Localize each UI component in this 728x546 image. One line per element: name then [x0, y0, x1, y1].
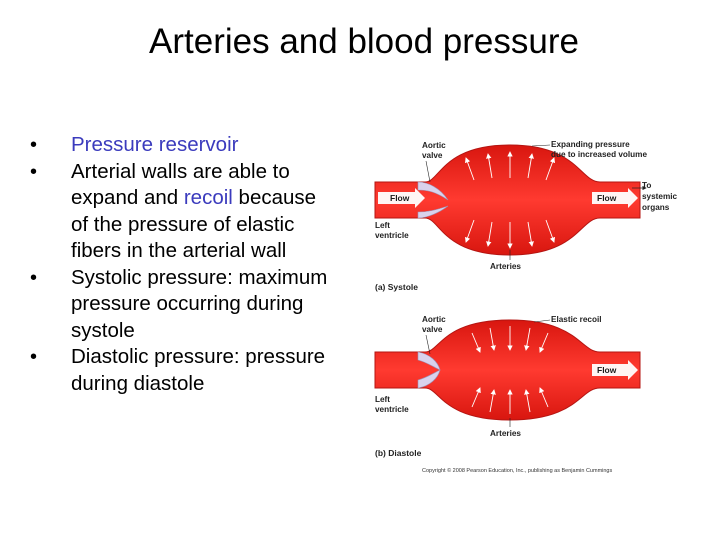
diastole-elastic-recoil-label: Elastic recoil [551, 315, 602, 324]
diastole-flow-arrow-right [592, 360, 638, 380]
bullet-text: Systolic pressure: maximum pressure occu… [71, 265, 328, 342]
systole-aortic-valve-label-2: valve [422, 151, 443, 160]
bullet-marker: • [30, 346, 38, 368]
systole-flow-arrow-right [592, 188, 638, 208]
systole-aortic-valve-label-1: Aortic [422, 141, 446, 150]
diastole-arteries-label: Arteries [490, 429, 521, 438]
systole-flow-left-label: Flow [390, 193, 410, 203]
bullet-marker: • [30, 134, 38, 156]
bullet-text: Diastolic pressure: pressure during dias… [71, 345, 326, 395]
bullet-list: • Pressure reservoir • Arterial walls are a… [28, 132, 338, 397]
systole-arteries-label: Arteries [490, 262, 521, 271]
systole-caption-letter: (a) [375, 282, 386, 292]
highlighted-term: Pressure reservoir [71, 133, 239, 156]
blood-pressure-figure: Flow Flow Aortic valve Expanding pressur… [370, 130, 700, 480]
systole-valve-lower [417, 205, 449, 219]
systole-expanding-label-1: Expanding pressure [551, 140, 630, 149]
systole-left-ventricle-label-2: ventricle [375, 231, 409, 240]
systole-pressure-arrows [465, 151, 555, 249]
diastole-caption-letter: (b) [375, 448, 386, 458]
bullet-text: Arterial walls are able to expand and [71, 159, 290, 210]
diastole-caption: (b) Diastole [375, 448, 422, 458]
systole-caption: (a) Systole [375, 282, 418, 292]
diastole-valve-lower [417, 369, 441, 389]
systole-expanding-label-2: due to increased volume [551, 150, 647, 159]
diastole-aortic-valve-label-1: Aortic [422, 315, 446, 324]
copyright-text: Copyright © 2008 Pearson Education, Inc.… [422, 467, 612, 474]
systole-flow-right-label: Flow [597, 193, 617, 203]
diastole-caption-text: Diastole [388, 448, 421, 458]
systole-left-ventricle-label-1: Left [375, 221, 390, 230]
diastole-panel: Flow Aortic valve Elastic recoil Left ve… [374, 315, 641, 458]
systole-vessel [374, 144, 641, 256]
diastole-vessel [374, 319, 641, 421]
bullet-item: • Systolic pressure: maximum pressure occ… [28, 265, 338, 345]
bullet-text: because of the pressure of elastic fiber… [71, 186, 317, 262]
systole-to-label: To [642, 181, 651, 190]
slide-title: Arteries and blood pressure [149, 22, 579, 61]
diastole-flow-label: Flow [597, 365, 617, 375]
bullet-item: • Diastolic pressure: pressure during dia… [28, 344, 338, 397]
highlighted-term: recoil [183, 186, 233, 209]
bullet-item: • Pressure reservoir [28, 132, 338, 159]
systole-valve-upper [417, 181, 449, 201]
systole-flow-arrow-left [378, 188, 425, 208]
bullet-item: • Arterial walls are able to expand and r… [28, 159, 338, 265]
systole-systemic-label: systemic [642, 192, 677, 201]
artery-diagram: Flow Flow Aortic valve Expanding pressur… [374, 140, 677, 474]
diastole-left-ventricle-label-1: Left [375, 395, 390, 404]
systole-panel: Flow Flow Aortic valve Expanding pressur… [374, 140, 677, 292]
diastole-left-ventricle-label-2: ventricle [375, 405, 409, 414]
diastole-aortic-valve-label-2: valve [422, 325, 443, 334]
systole-caption-text: Systole [388, 282, 419, 292]
bullet-marker: • [30, 160, 38, 183]
systole-organs-label: organs [642, 203, 670, 212]
bullet-marker: • [30, 266, 38, 289]
diastole-recoil-arrows [471, 326, 549, 414]
